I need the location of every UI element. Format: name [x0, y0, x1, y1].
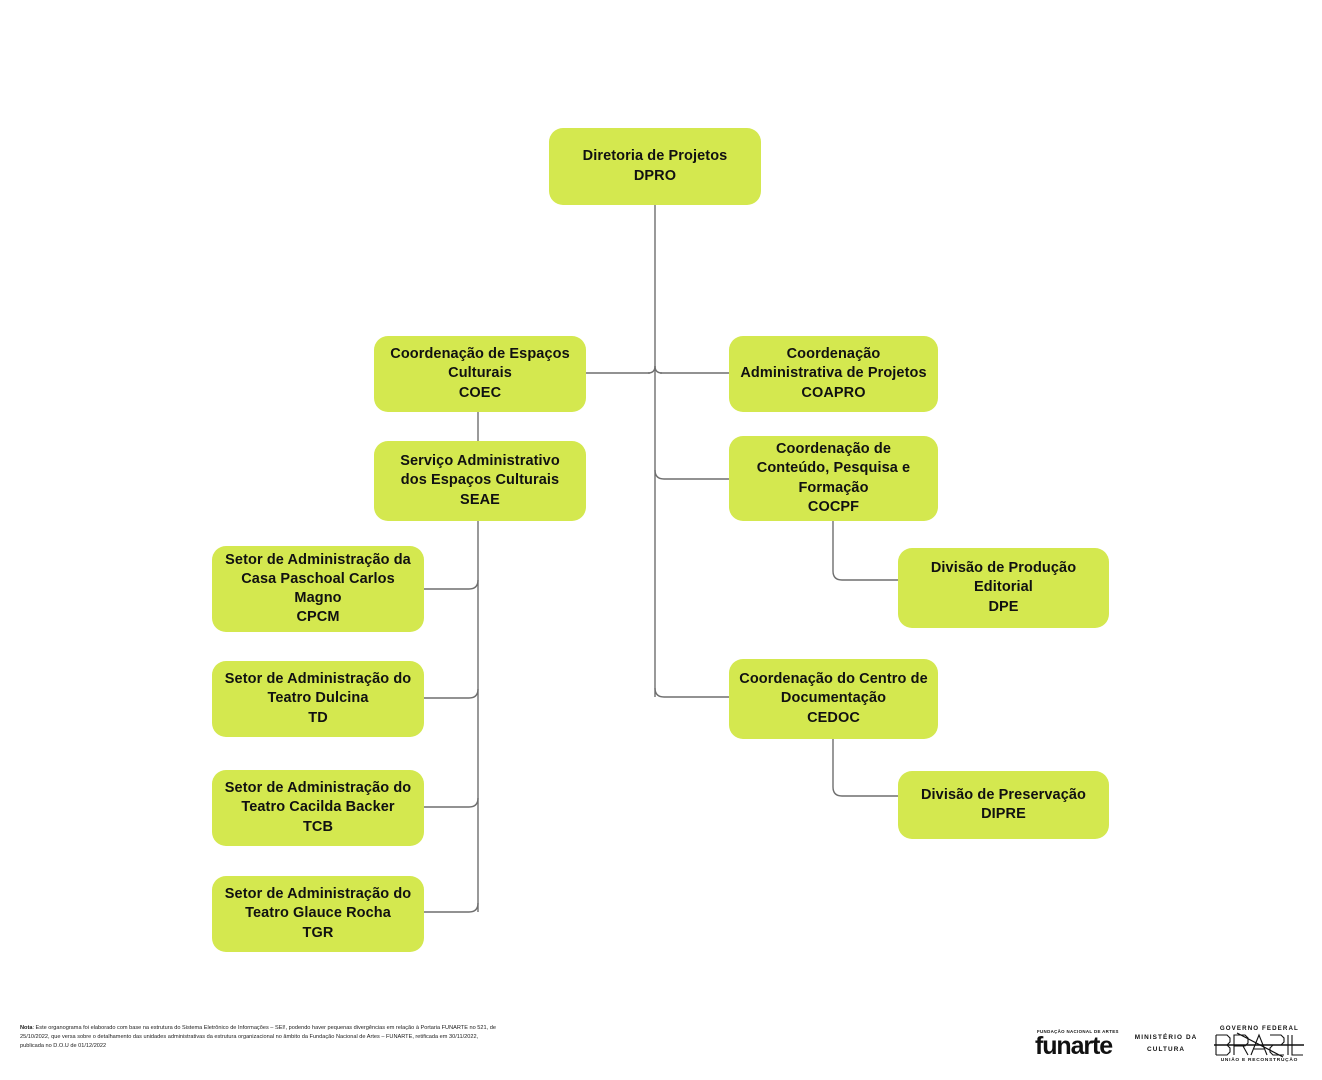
footer-note-label: Nota: [20, 1025, 33, 1031]
edge-dpro-cedoc: [654, 687, 729, 698]
node-coec[interactable]: Coordenação de Espaços Culturais COEC: [374, 336, 586, 412]
node-tcb[interactable]: Setor de Administração do Teatro Cacilda…: [212, 770, 424, 846]
node-td-label: Setor de Administração do Teatro Dulcina…: [224, 671, 412, 726]
funarte-logo-tagline: FUNDAÇÃO NACIONAL DE ARTES: [1037, 1029, 1119, 1034]
node-coapro[interactable]: Coordenação Administrativa de Projetos C…: [729, 336, 938, 412]
node-cedoc-label: Coordenação do Centro de Documentação CE…: [739, 671, 928, 726]
governo-federal-top-text: GOVERNO FEDERAL: [1219, 1025, 1299, 1032]
ministerio-cultura-line2: CULTURA: [1147, 1046, 1186, 1053]
footer-note-text: : Este organograma foi elaborado com bas…: [20, 1025, 496, 1050]
edge-seae-tgr: [424, 902, 479, 913]
edge-dpro-coec-elbow: [647, 365, 656, 374]
node-cpcm-label: Setor de Administração da Casa Paschoal …: [225, 551, 411, 626]
funarte-logo-wordmark: funarte: [1035, 1032, 1113, 1060]
node-dpro-label: Diretoria de Projetos DPRO: [582, 148, 728, 184]
logo-bar: FUNDAÇÃO NACIONAL DE ARTES funarte MINIS…: [1035, 1014, 1315, 1074]
governo-federal-logo: GOVERNO FEDERAL UNIÃO E RECONSTRUÇÃO: [1213, 1025, 1305, 1063]
edge-seae-cpcm: [424, 579, 479, 590]
footer-note: Nota: Este organograma foi elaborado com…: [20, 1024, 500, 1051]
node-cedoc[interactable]: Coordenação do Centro de Documentação CE…: [729, 659, 938, 739]
brasil-wordmark-icon: [1213, 1032, 1305, 1058]
node-dpe[interactable]: Divisão de Produção Editorial DPE: [898, 548, 1109, 628]
edge-dpro-coapro-elbow: [654, 365, 663, 374]
node-dipre[interactable]: Divisão de Preservação DIPRE: [898, 771, 1109, 839]
edge-cedoc-dipre: [832, 739, 898, 797]
governo-federal-bottom-text: UNIÃO E RECONSTRUÇÃO: [1220, 1058, 1299, 1063]
edge-seae-tcb: [424, 797, 479, 808]
node-seae-label: Serviço Administrativo dos Espaços Cultu…: [400, 453, 560, 508]
funarte-logo: FUNDAÇÃO NACIONAL DE ARTES funarte: [1035, 1029, 1119, 1059]
node-cocpf-label: Coordenação de Conteúdo, Pesquisa e Form…: [756, 441, 911, 515]
edge-seae-td: [424, 688, 479, 699]
node-cocpf[interactable]: Coordenação de Conteúdo, Pesquisa e Form…: [729, 436, 938, 521]
node-tcb-label: Setor de Administração do Teatro Cacilda…: [224, 780, 412, 835]
node-seae[interactable]: Serviço Administrativo dos Espaços Cultu…: [374, 441, 586, 521]
node-coec-label: Coordenação de Espaços Culturais COEC: [390, 346, 570, 401]
node-tgr-label: Setor de Administração do Teatro Glauce …: [224, 886, 412, 941]
node-dpro[interactable]: Diretoria de Projetos DPRO: [549, 128, 761, 205]
edge-dpro-cocpf: [654, 469, 729, 480]
node-tgr[interactable]: Setor de Administração do Teatro Glauce …: [212, 876, 424, 952]
ministerio-cultura-logo: MINISTÉRIO DA CULTURA: [1135, 1032, 1198, 1056]
node-td[interactable]: Setor de Administração do Teatro Dulcina…: [212, 661, 424, 737]
node-cpcm[interactable]: Setor de Administração da Casa Paschoal …: [212, 546, 424, 632]
node-coapro-label: Coordenação Administrativa de Projetos C…: [740, 346, 927, 401]
edge-cocpf-dpe: [832, 521, 898, 581]
ministerio-cultura-line1: MINISTÉRIO DA: [1134, 1033, 1198, 1041]
node-dpe-label: Divisão de Produção Editorial DPE: [930, 560, 1077, 615]
node-dipre-label: Divisão de Preservação DIPRE: [920, 786, 1087, 822]
